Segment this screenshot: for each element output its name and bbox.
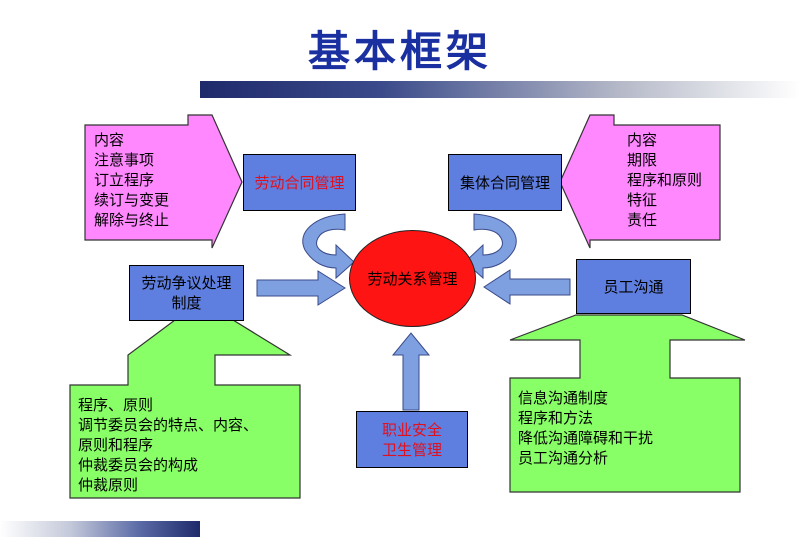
collective-contract-box: 集体合同管理 (448, 154, 562, 211)
list-item: 续订与变更 (94, 191, 170, 209)
labor-contract-items: 内容 注意事项 订立程序 续订与变更 解除与终止 (88, 128, 175, 232)
safety-box: 职业安全 卫生管理 (356, 411, 468, 468)
list-item: 仲裁原则 (78, 476, 139, 494)
list-item: 期限 (627, 151, 658, 169)
list-item: 原则和程序 (78, 436, 154, 454)
list-item: 仲裁委员会的构成 (78, 456, 199, 474)
page-title: 基本框架 (307, 27, 492, 76)
communication-items: 信息沟通制度 程序和方法 降低沟通障碍和干扰 员工沟通分析 (512, 386, 659, 470)
list-item: 程序和方法 (518, 409, 594, 427)
list-item: 内容 (94, 131, 125, 149)
center-label: 劳动关系管理 (367, 270, 458, 288)
title-underline-bar (200, 81, 800, 98)
list-item: 注意事项 (94, 151, 155, 169)
arrow-communication-to-center (483, 269, 571, 305)
communication-box: 员工沟通 (576, 259, 691, 314)
list-item: 订立程序 (94, 171, 155, 189)
dispute-items: 程序、原则 调节委员会的特点、内容、 原则和程序 仲裁委员会的构成 仲裁原则 (72, 393, 264, 497)
curved-arrow-left (302, 213, 355, 280)
collective-contract-items: 内容 期限 程序和原则 特征 责任 (621, 128, 708, 232)
list-item: 责任 (627, 211, 658, 229)
dispute-box: 劳动争议处理 制度 (129, 265, 244, 321)
center-ellipse: 劳动关系管理 (349, 230, 476, 327)
list-item: 信息沟通制度 (518, 389, 609, 407)
collective-contract-label: 集体合同管理 (459, 173, 550, 192)
green-arrow-left (69, 319, 301, 499)
list-item: 员工沟通分析 (518, 449, 609, 467)
arrow-safety-to-center (391, 332, 431, 411)
communication-label: 员工沟通 (603, 277, 664, 296)
list-item: 解除与终止 (94, 211, 170, 229)
dispute-label-line1: 劳动争议处理 (141, 274, 232, 292)
list-item: 程序、原则 (78, 396, 154, 414)
labor-contract-box: 劳动合同管理 (243, 154, 356, 211)
footer-bar (0, 521, 200, 537)
dispute-label-line2: 制度 (171, 294, 202, 312)
list-item: 内容 (627, 131, 658, 149)
list-item: 特征 (627, 191, 658, 209)
list-item: 调节委员会的特点、内容、 (78, 416, 259, 434)
safety-label-line2: 卫生管理 (381, 440, 442, 459)
pink-arrow-left (84, 114, 243, 249)
list-item: 降低沟通障碍和干扰 (518, 429, 654, 447)
labor-contract-label: 劳动合同管理 (254, 173, 345, 192)
safety-label-line1: 职业安全 (381, 420, 442, 439)
green-arrow-right (509, 314, 746, 493)
arrow-dispute-to-center (256, 270, 346, 306)
list-item: 程序和原则 (627, 171, 703, 189)
